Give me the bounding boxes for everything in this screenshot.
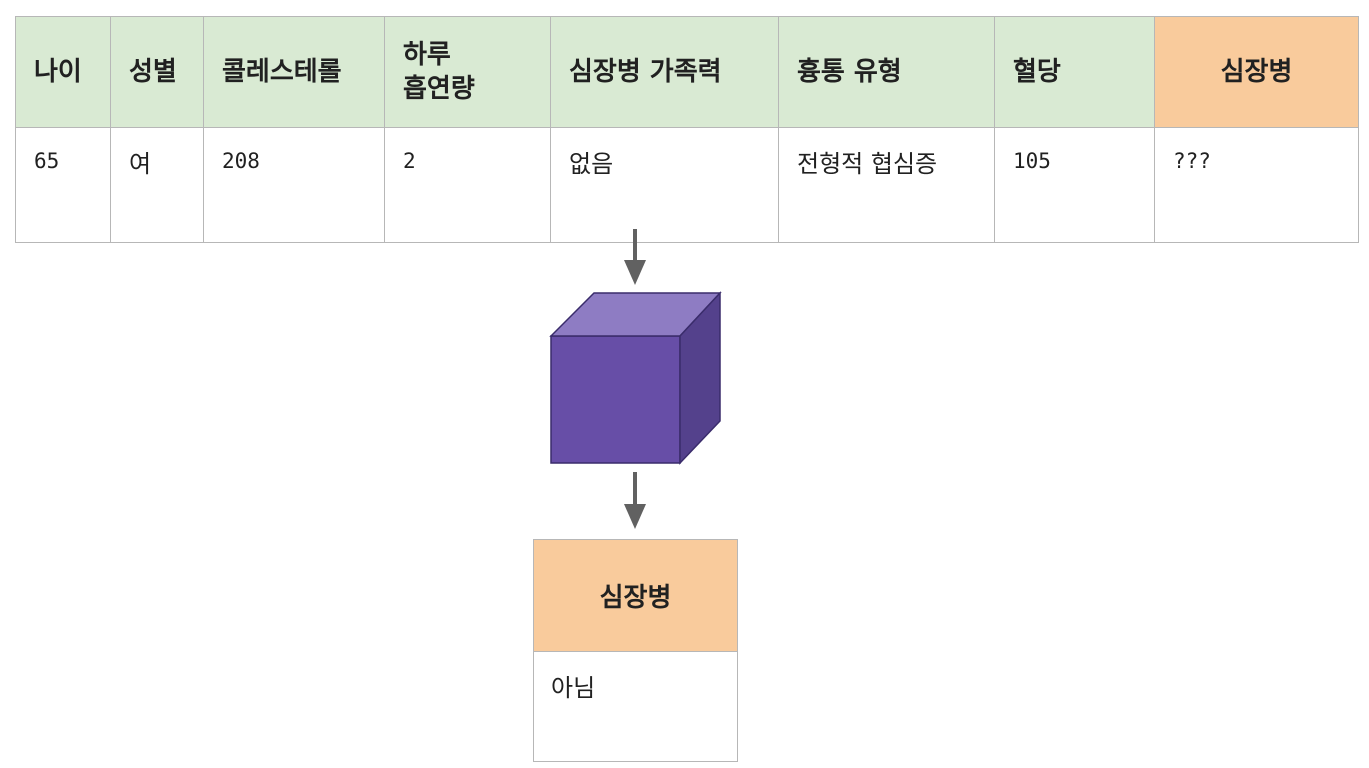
arrow-head-bottom (624, 504, 646, 529)
header-chest-pain-type: 흉통 유형 (778, 16, 995, 128)
result-header-row: 심장병 (533, 539, 738, 652)
result-value: 아님 (533, 651, 738, 762)
cell-family-history: 없음 (550, 127, 779, 243)
cell-heart-disease-unknown: ??? (1154, 127, 1359, 243)
header-daily-smoking-line1: 하루 (403, 40, 451, 70)
cell-chest-pain-type: 전형적 협심증 (778, 127, 995, 243)
header-cholesterol: 콜레스테롤 (203, 16, 385, 128)
header-heart-disease-label: 심장병 (1154, 16, 1359, 128)
down-arrow-icon (624, 472, 646, 529)
cube-side-face (679, 291, 721, 465)
cell-blood-sugar: 105 (994, 127, 1155, 243)
header-age: 나이 (15, 16, 111, 128)
cell-sex: 여 (110, 127, 204, 243)
cell-daily-smoking: 2 (384, 127, 551, 243)
header-sex: 성별 (110, 16, 204, 128)
prediction-result-table: 심장병 아님 (533, 539, 738, 762)
data-row: 65 여 208 2 없음 전형적 협심증 105 ??? (15, 127, 1359, 243)
model-cube-icon (549, 291, 722, 465)
header-daily-smoking-line2: 흡연량 (403, 74, 475, 104)
cell-cholesterol: 208 (203, 127, 385, 243)
result-data-row: 아님 (533, 651, 738, 762)
cube-top-face (549, 292, 722, 337)
cube-front-face (550, 335, 681, 464)
arrow-head-top (624, 260, 646, 285)
result-header-heart-disease: 심장병 (533, 539, 738, 652)
cell-age: 65 (15, 127, 111, 243)
header-family-history: 심장병 가족력 (550, 16, 779, 128)
header-blood-sugar: 혈당 (994, 16, 1155, 128)
